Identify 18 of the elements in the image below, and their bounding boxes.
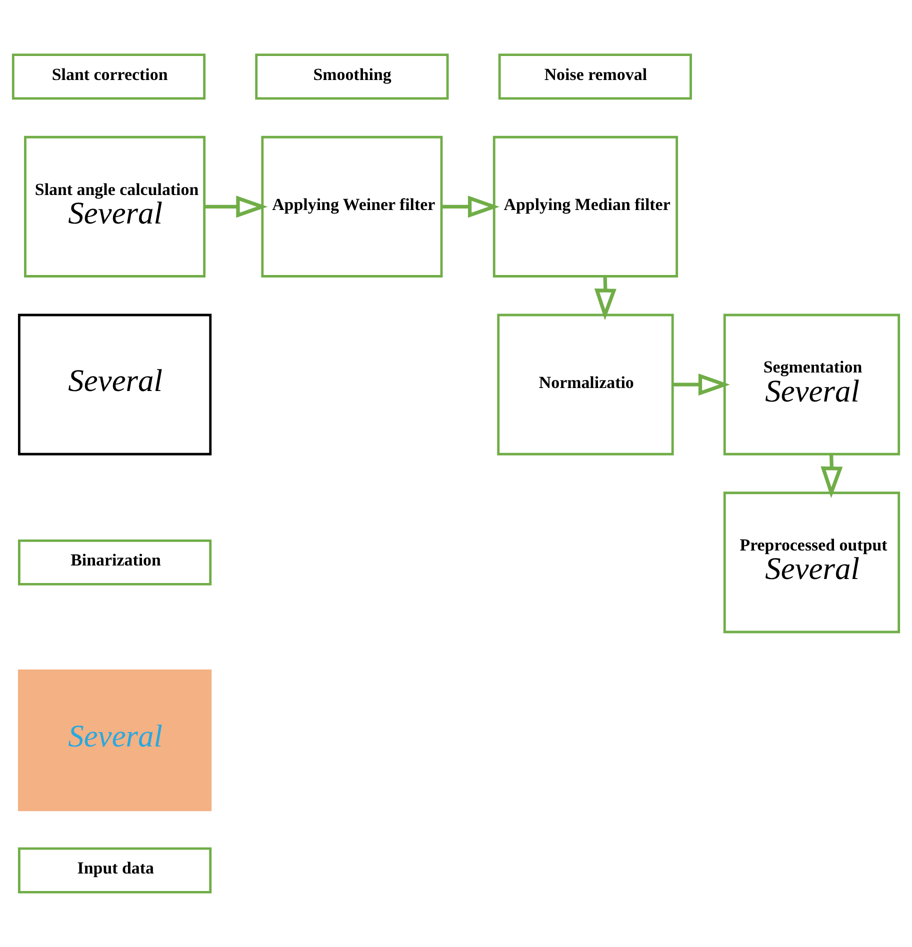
node-box: Input data	[18, 847, 212, 894]
node-box: Applying Weiner filter	[261, 136, 443, 278]
node-box: Normalizatio	[497, 314, 674, 456]
arrow	[594, 276, 616, 320]
node-box: Slant correction	[12, 54, 206, 100]
node-box: Slant angle calculation Several	[24, 136, 206, 278]
node-box: Applying Median filter	[492, 136, 678, 278]
node-box: Segmentation Several	[723, 314, 900, 456]
arrow	[820, 454, 843, 498]
node-box: Preprocessed output Several	[723, 492, 900, 634]
node-box: Binarization	[18, 539, 212, 586]
node-box: Noise removal	[498, 54, 692, 100]
node-box: Smoothing	[255, 54, 449, 100]
arrow	[672, 374, 730, 396]
arrow	[442, 196, 500, 218]
node-box: Several	[18, 670, 212, 812]
arrow	[204, 196, 268, 218]
node-box: Several	[18, 314, 212, 456]
